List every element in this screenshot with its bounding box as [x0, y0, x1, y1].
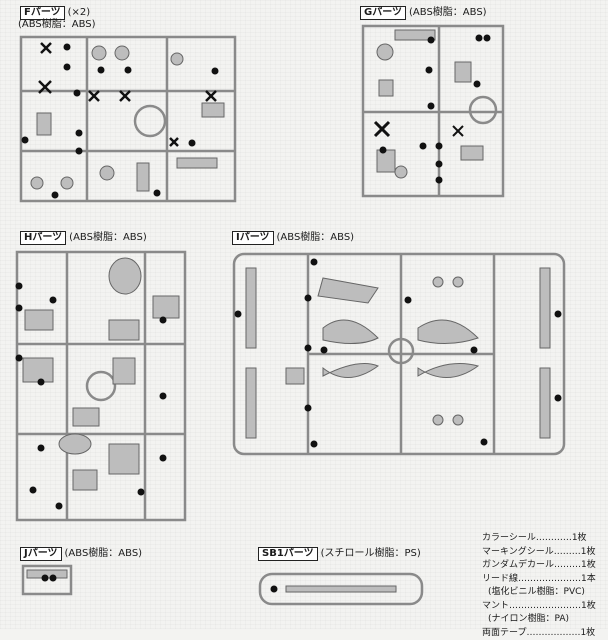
runner-g: [359, 22, 507, 200]
h-parts-label: Hパーツ(ABS樹脂：ABS): [20, 231, 147, 245]
accessory-item: カラーシール…………1枚: [482, 532, 606, 546]
i-parts-material: (ABS樹脂：ABS): [277, 232, 355, 243]
runner-j: [19, 562, 75, 598]
f-parts-tag: Fパーツ: [20, 6, 65, 20]
i-parts-tag: Iパーツ: [232, 231, 274, 245]
runner-f: [17, 33, 239, 205]
runner-sb1: [256, 570, 426, 608]
accessory-item: リード線…………………1本: [482, 573, 606, 587]
h-parts-material: (ABS樹脂：ABS): [69, 232, 147, 243]
sb1-parts-material: (スチロール樹脂：PS): [321, 548, 421, 559]
g-parts-label: Gパーツ(ABS樹脂：ABS): [360, 6, 487, 20]
runner-i: [228, 248, 570, 460]
h-parts-tag: Hパーツ: [20, 231, 66, 245]
j-parts-label: Jパーツ(ABS樹脂：ABS): [20, 547, 142, 561]
g-parts-material: (ABS樹脂：ABS): [409, 7, 487, 18]
sb1-parts-tag: SB1パーツ: [258, 547, 318, 561]
accessory-item: マーキングシール………1枚: [482, 546, 606, 560]
f-parts-material: (ABS樹脂：ABS): [18, 19, 96, 31]
g-parts-tag: Gパーツ: [360, 6, 406, 20]
i-parts-label: Iパーツ(ABS樹脂：ABS): [232, 231, 354, 245]
accessory-item: マント……………………1枚: [482, 600, 606, 614]
runner-h: [13, 248, 189, 524]
f-parts-label: Fパーツ(×2): [20, 6, 90, 20]
accessory-material: (ナイロン樹脂：PA): [482, 613, 606, 627]
accessories-list: カラーシール…………1枚 マーキングシール………1枚 ガンダムデカール………1枚…: [482, 532, 606, 640]
j-parts-material: (ABS樹脂：ABS): [65, 548, 143, 559]
f-parts-mult: (×2): [68, 7, 91, 18]
sb1-parts-label: SB1パーツ(スチロール樹脂：PS): [258, 547, 421, 561]
accessory-material: (塩化ビニル樹脂：PVC): [482, 586, 606, 600]
accessory-item: ガンダムデカール………1枚: [482, 559, 606, 573]
j-parts-tag: Jパーツ: [20, 547, 62, 561]
